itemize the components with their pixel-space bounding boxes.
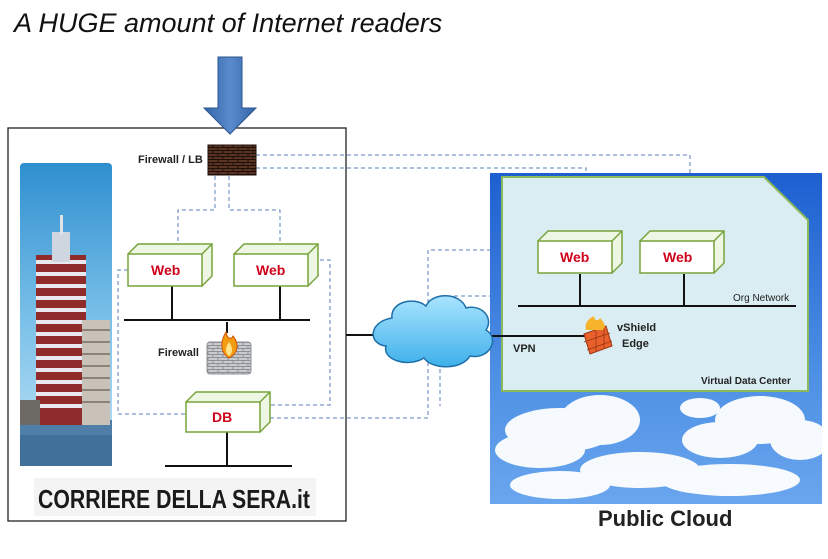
- building-photo: [20, 163, 112, 466]
- org-network-label: Org Network: [733, 293, 790, 304]
- brick-firewall-icon: [207, 144, 257, 176]
- public-cloud-label: Public Cloud: [598, 506, 733, 531]
- web-server-1-label: Web: [151, 262, 180, 278]
- virtual-data-center-panel: [501, 176, 809, 392]
- down-arrow-icon: [202, 56, 258, 135]
- db-label: DB: [212, 409, 232, 425]
- headline: A HUGE amount of Internet readers: [14, 8, 443, 38]
- web-server-1: Web: [127, 243, 213, 287]
- cloud-web-server-2-label: Web: [663, 249, 692, 265]
- virtual-data-center-label: Virtual Data Center: [701, 376, 791, 387]
- svg-text:CORRIERE DELLA SERA.it: CORRIERE DELLA SERA.it: [38, 484, 310, 514]
- internet-cloud-icon: [372, 295, 494, 368]
- web-server-2-label: Web: [256, 262, 285, 278]
- org-network-lines: [518, 274, 796, 307]
- vshield-label-line1: vShield: [617, 322, 656, 334]
- firewall-lb-label: Firewall / LB: [138, 154, 203, 166]
- cloud-web-server-1-label: Web: [560, 249, 589, 265]
- vshield-edge-icon: [583, 316, 613, 355]
- vshield-label-line2: Edge: [622, 338, 649, 350]
- cloud-web-server-2: Web: [639, 230, 725, 274]
- vpn-label: VPN: [513, 343, 536, 355]
- flame-firewall-icon: [206, 330, 252, 375]
- db-server: DB: [185, 391, 271, 433]
- corriere-logo: CORRIERE DELLA SERA.it: [34, 478, 316, 516]
- firewall-label: Firewall: [158, 347, 199, 359]
- cloud-web-server-1: Web: [537, 230, 623, 274]
- lan-lines: [124, 286, 310, 467]
- web-server-2: Web: [233, 243, 319, 287]
